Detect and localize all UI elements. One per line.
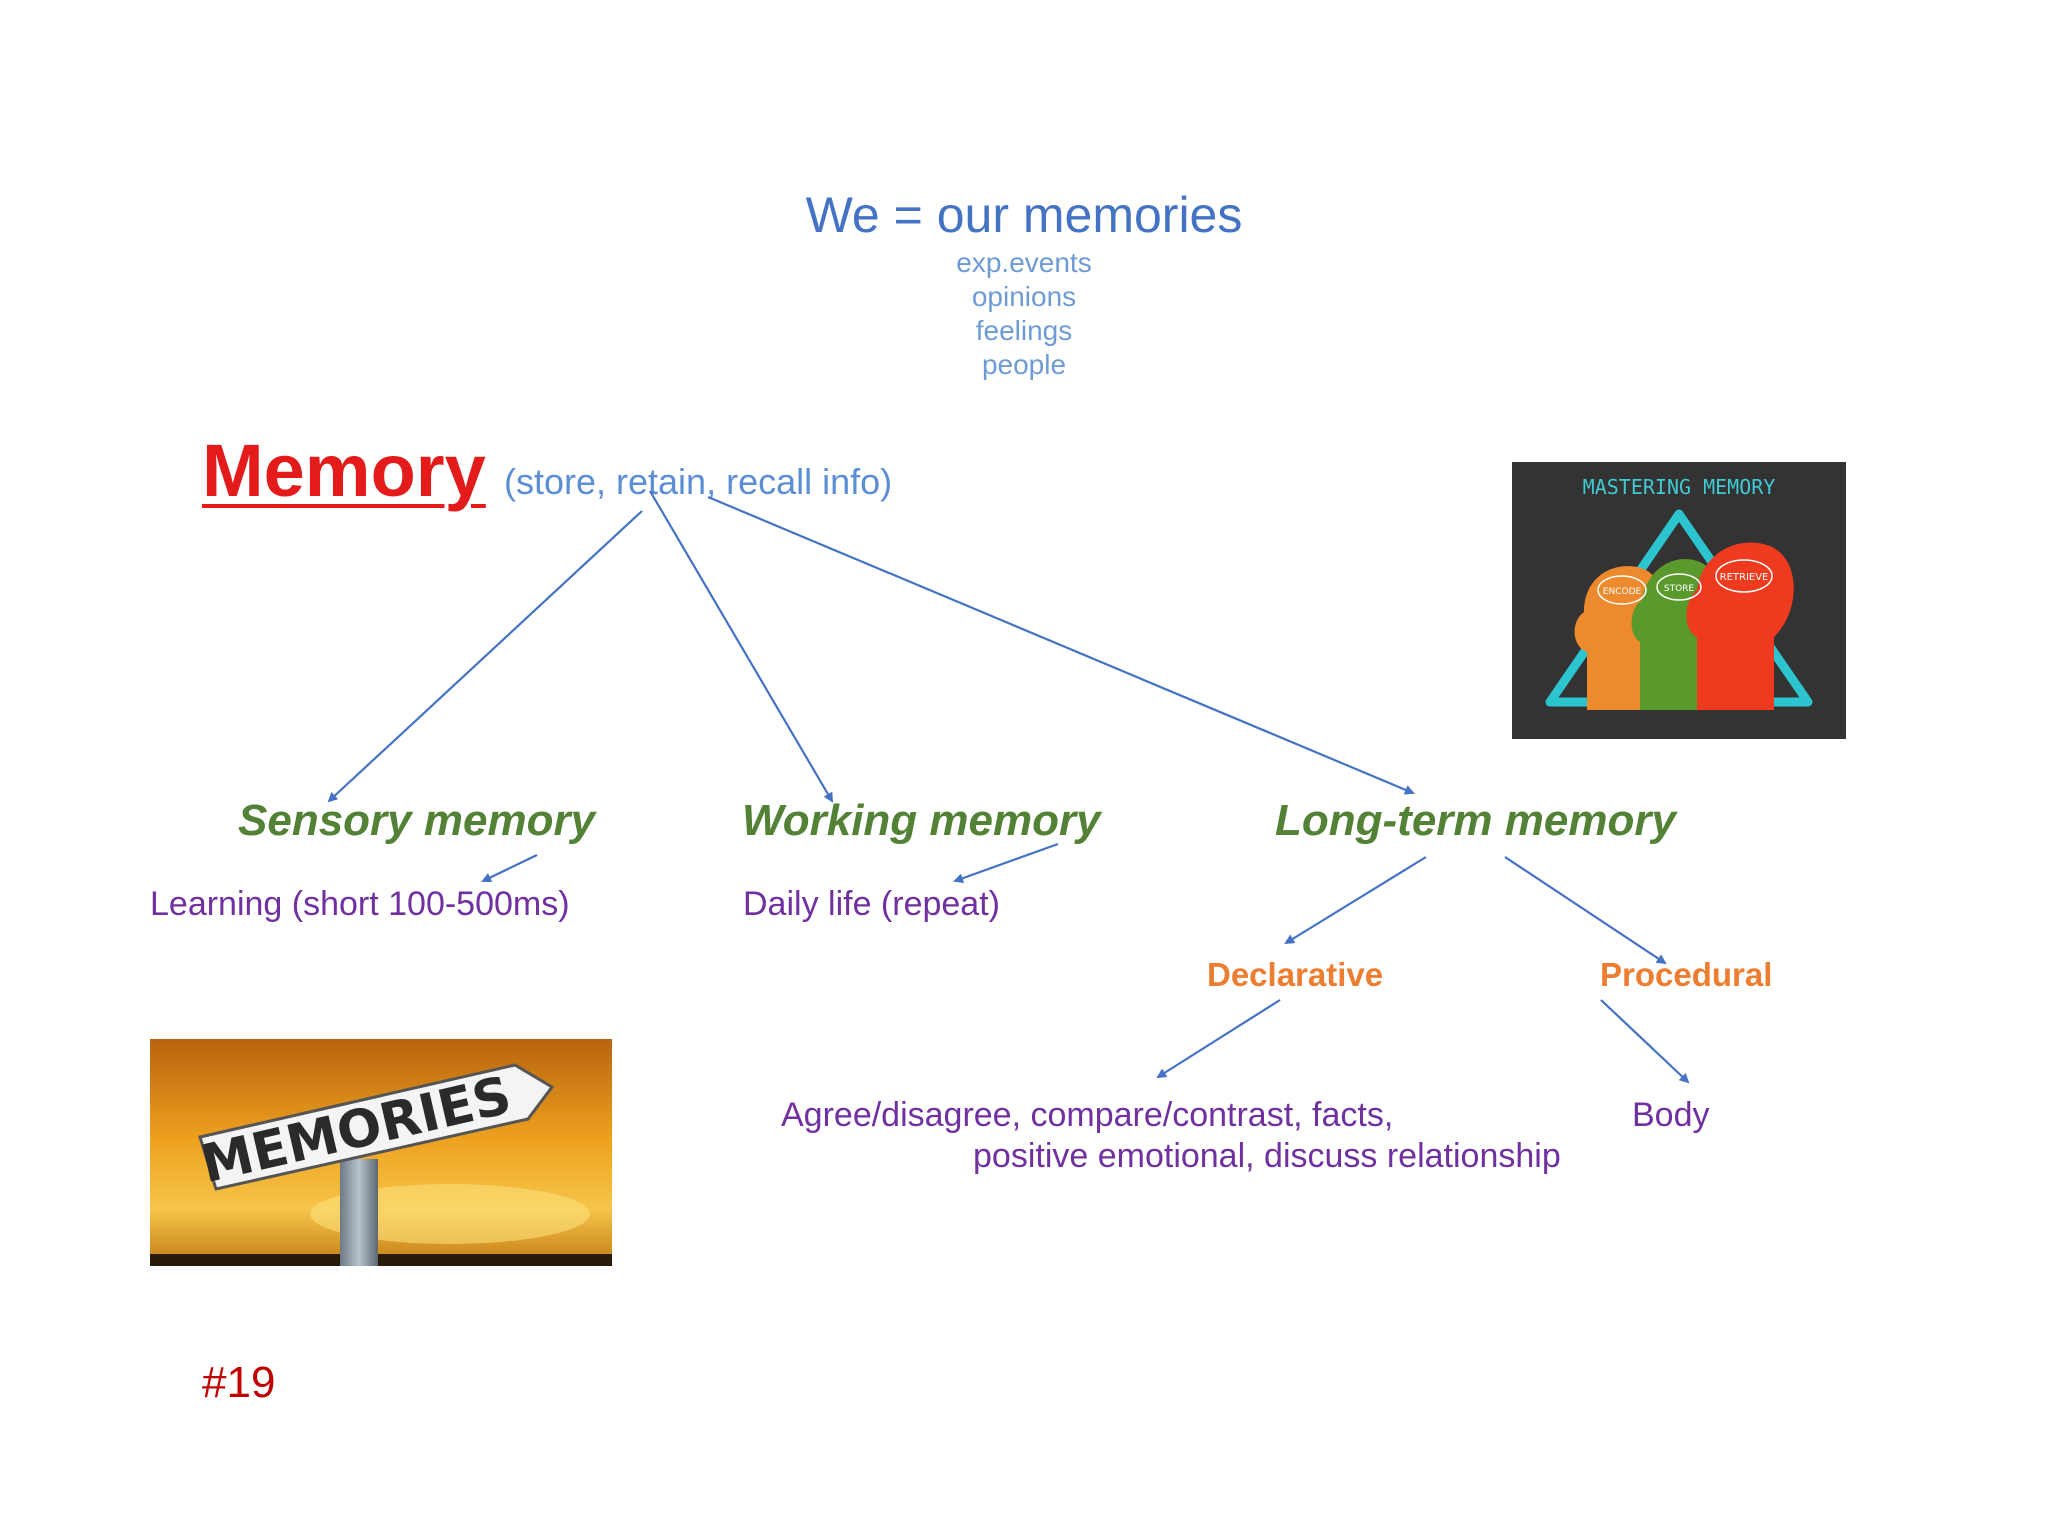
arrow-to-declarative [1284,856,1427,945]
working-memory-label: Working memory [742,796,1101,845]
subline-opinions: opinions [971,281,1077,312]
arrow-to-procedural-detail [1600,999,1690,1084]
slide-title: We = our memories [805,187,1243,243]
mastering-memory-image: MASTERING MEMORY ENCODE STORE RETRIEVE [1512,462,1846,739]
bubble-store: STORE [1664,584,1695,594]
sensory-memory-detail: Learning (short 100-500ms) [150,885,570,923]
mastering-memory-heading: MASTERING MEMORY [1583,475,1776,499]
thought-bubble-icon [1656,573,1702,601]
arrow-to-declarative-detail [1156,999,1281,1079]
arrow-to-working-detail [953,842,1059,884]
memory-heading: Memory [202,429,486,512]
subline-feelings: feelings [975,315,1073,346]
arrow-to-procedural [1504,856,1667,965]
working-memory-detail: Daily life (repeat) [743,885,1000,923]
arrow-to-sensory-detail [481,854,538,883]
arrow-to-longterm [707,495,1415,795]
longterm-memory-label: Long-term memory [1275,796,1676,845]
declarative-label: Declarative [1207,956,1384,993]
memory-description: (store, retain, recall info) [504,461,893,502]
bubble-retrieve: RETRIEVE [1720,572,1769,583]
arrow-to-working [649,490,834,803]
thought-bubble-icon [1715,559,1773,593]
slide-number: #19 [202,1358,276,1407]
arrow-to-sensory [327,510,643,803]
sensory-memory-label: Sensory memory [238,796,596,845]
bubble-encode: ENCODE [1603,587,1642,597]
memories-signpost-image: MEMORIES [150,1039,612,1266]
declarative-detail-line1: Agree/disagree, compare/contrast, facts, [781,1096,1394,1134]
procedural-detail: Body [1632,1096,1710,1134]
subline-exp-events: exp.events [956,247,1092,278]
procedural-label: Procedural [1600,956,1773,993]
subline-people: people [981,349,1067,380]
thought-bubble-icon [1597,575,1647,605]
declarative-detail-line2: positive emotional, discuss relationship [973,1137,1561,1175]
